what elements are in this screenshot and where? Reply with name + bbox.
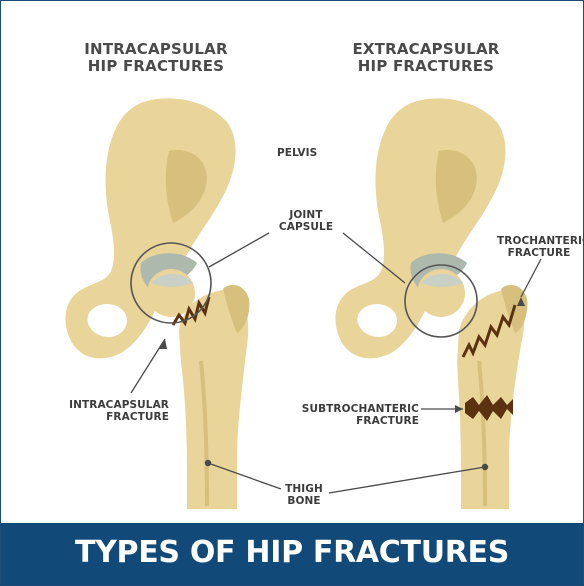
left-hip — [65, 98, 249, 509]
joint-capsule-label: JOINT CAPSULE — [271, 209, 341, 233]
thigh-bone-label-line1: THIGH — [271, 483, 337, 495]
banner-title: TYPES OF HIP FRACTURES — [1, 535, 583, 571]
intracapsular-fracture-label: INTRACAPSULAR FRACTURE — [57, 399, 169, 423]
trochanteric-label-line1: TROCHANTERIC — [497, 235, 581, 247]
intracapsular-label-line2: FRACTURE — [57, 411, 169, 423]
trochanteric-label-line2: FRACTURE — [497, 247, 581, 259]
pelvis-label: PELVIS — [277, 147, 317, 159]
joint-capsule-label-line2: CAPSULE — [271, 221, 341, 233]
right-title-line1: EXTRACAPSULAR — [331, 41, 521, 58]
right-title: EXTRACAPSULAR HIP FRACTURES — [331, 41, 521, 75]
joint-capsule-label-line1: JOINT — [271, 209, 341, 221]
title-banner: TYPES OF HIP FRACTURES — [1, 523, 583, 585]
right-hip — [335, 98, 527, 509]
subtrochanteric-label-line2: FRACTURE — [301, 415, 419, 427]
trochanteric-fracture-label: TROCHANTERIC FRACTURE — [497, 235, 581, 259]
thigh-bone-label-line2: BONE — [271, 495, 337, 507]
left-title-line1: INTRACAPSULAR — [61, 41, 251, 58]
left-title: INTRACAPSULAR HIP FRACTURES — [61, 41, 251, 75]
intracapsular-label-line1: INTRACAPSULAR — [57, 399, 169, 411]
right-title-line2: HIP FRACTURES — [331, 58, 521, 75]
left-title-line2: HIP FRACTURES — [61, 58, 251, 75]
subtrochanteric-label-line1: SUBTROCHANTERIC — [301, 403, 419, 415]
thigh-bone-label: THIGH BONE — [271, 483, 337, 507]
subtrochanteric-fracture-label: SUBTROCHANTERIC FRACTURE — [301, 403, 419, 427]
hip-illustration — [1, 1, 583, 523]
